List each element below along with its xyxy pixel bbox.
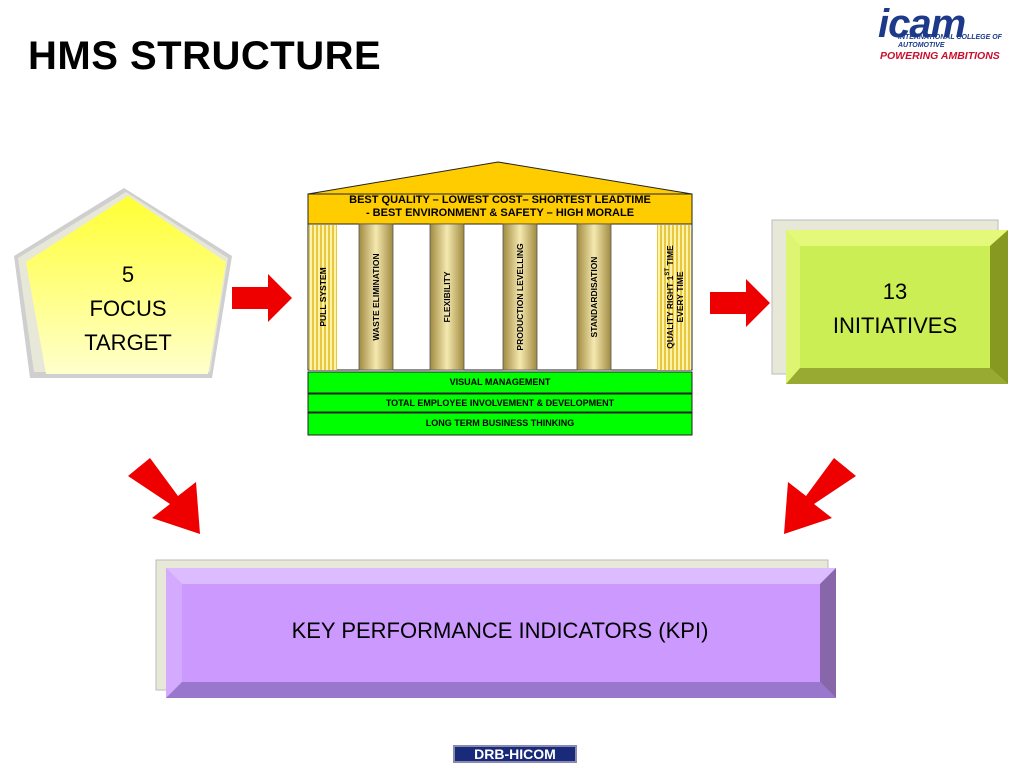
logo-line-2: AUTOMOTIVE <box>898 42 945 49</box>
band-long-term-thinking: LONG TERM BUSINESS THINKING <box>425 418 575 428</box>
roof-line-2: - BEST ENVIRONMENT & SAFETY – HIGH MORAL… <box>365 207 635 219</box>
pillar-standardisation: STANDARDISATION <box>589 256 599 338</box>
pillar-quality-right-first-time: QUALITY RIGHT 1ST TIME EVERY TIME <box>664 245 685 349</box>
logo-wordmark: icam <box>878 2 966 46</box>
drb-hicom-logo: DRB-HICOM <box>453 745 577 763</box>
arrow-down-left <box>128 458 200 534</box>
pillar-production-levelling: PRODUCTION LEVELLING <box>515 243 525 351</box>
arrow-right-right <box>710 279 770 327</box>
slide-title: HMS STRUCTURE <box>28 34 382 78</box>
band-employee-involvement: TOTAL EMPLOYEE INVOLVEMENT & DEVELOPMENT <box>385 398 615 408</box>
focus-target-label: 5 FOCUS TARGET <box>58 258 198 360</box>
logo-line-1: INTERNATIONAL COLLEGE OF <box>898 34 1002 41</box>
focus-pentagon <box>14 188 232 378</box>
roof-line-1: BEST QUALITY – LOWEST COST– SHORTEST LEA… <box>349 194 651 206</box>
initiatives-word: INITIATIVES <box>832 313 958 338</box>
temple-roof-text: BEST QUALITY – LOWEST COST– SHORTEST LEA… <box>310 194 690 220</box>
initiatives-number: 13 <box>882 279 908 304</box>
pillar-pull-system: PULL SYSTEM <box>318 267 328 327</box>
target-word: TARGET <box>84 330 172 355</box>
logo-tagline: POWERING AMBITIONS <box>880 50 1000 62</box>
temple <box>307 161 693 436</box>
arrow-down-right <box>784 458 856 534</box>
pillar-waste-elimination: WASTE ELIMINATION <box>371 253 381 341</box>
arrow-right-left <box>232 274 292 322</box>
kpi-box <box>155 559 836 698</box>
icam-logo: icam INTERNATIONAL COLLEGE OF AUTOMOTIVE… <box>878 4 1014 64</box>
pillar-flexibility: FLEXIBILITY <box>442 271 452 323</box>
kpi-label: KEY PERFORMANCE INDICATORS (KPI) <box>291 618 709 643</box>
initiatives-box <box>771 219 1008 384</box>
focus-number: 5 <box>121 262 135 287</box>
focus-word: FOCUS <box>89 296 167 321</box>
initiatives-label: 13 INITIATIVES <box>800 275 990 343</box>
band-visual-management: VISUAL MANAGEMENT <box>449 377 551 387</box>
